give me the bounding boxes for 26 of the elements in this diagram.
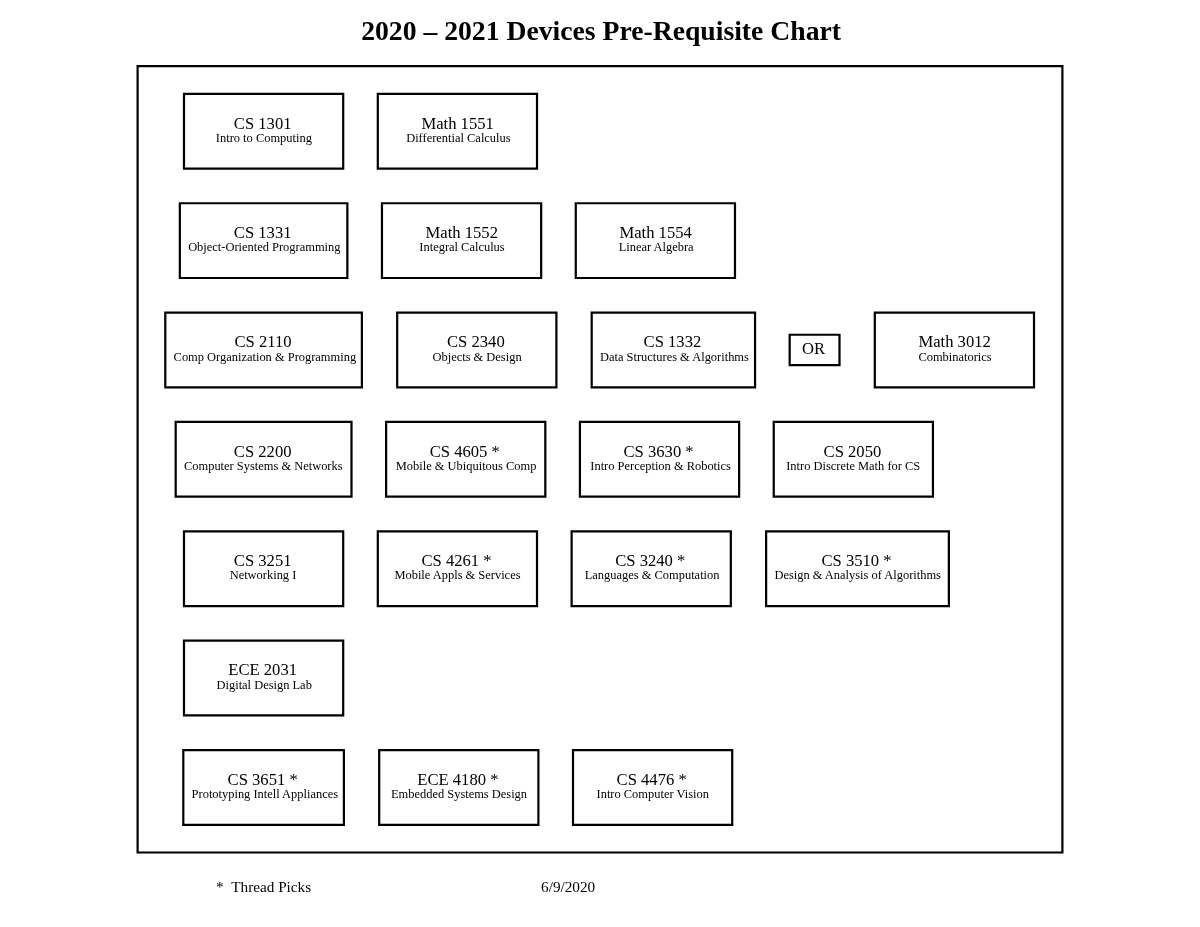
node-box: CS 3510 * Design & Analysis of Algorithms	[765, 530, 950, 608]
node-box: Math 1554 Linear Algebra	[574, 202, 737, 280]
node-box: CS 3651 * Prototyping Intell Appliances	[182, 748, 345, 826]
node-box: CS 1301 Intro to Computing	[182, 92, 345, 170]
node-box: Math 1552 Integral Calculus	[380, 202, 543, 280]
label: * Thread Picks	[216, 878, 312, 896]
node-box: CS 1331 Object-Oriented Programming	[178, 202, 349, 280]
node-box: Math 1551 Differential Calculus	[376, 92, 539, 170]
diagram-title: 2020 – 2021 Devices Pre-Requisite Chart	[361, 14, 841, 46]
node-box: CS 1332 Data Structures & Algorithms	[590, 311, 757, 389]
node-box: OR	[788, 333, 841, 367]
node-box: CS 2200 Computer Systems & Networks	[174, 420, 353, 498]
node-box: Math 3012 Combinatorics	[873, 311, 1036, 389]
node-box: CS 3251 Networking I	[182, 530, 345, 608]
node-box: CS 2050 Intro Discrete Math for CS	[772, 420, 935, 498]
node-box: CS 4261 * Mobile Appls & Services	[376, 530, 539, 608]
label: 6/9/2020	[541, 878, 596, 896]
node-box: CS 2110 Comp Organization & Programming	[164, 311, 363, 389]
node-box: ECE 4180 * Embedded Systems Design	[378, 748, 540, 826]
node-box: CS 2340 Objects & Design	[396, 311, 558, 389]
node-box: ECE 2031 Digital Design Lab	[182, 639, 345, 717]
node-box: CS 4605 * Mobile & Ubiquitous Comp	[385, 420, 547, 498]
node-box: CS 3240 * Languages & Computation	[570, 530, 732, 608]
node-box: CS 3630 * Intro Perception & Robotics	[578, 420, 741, 498]
node-box: CS 4476 * Intro Computer Vision	[571, 748, 734, 826]
cluster	[136, 65, 1064, 854]
